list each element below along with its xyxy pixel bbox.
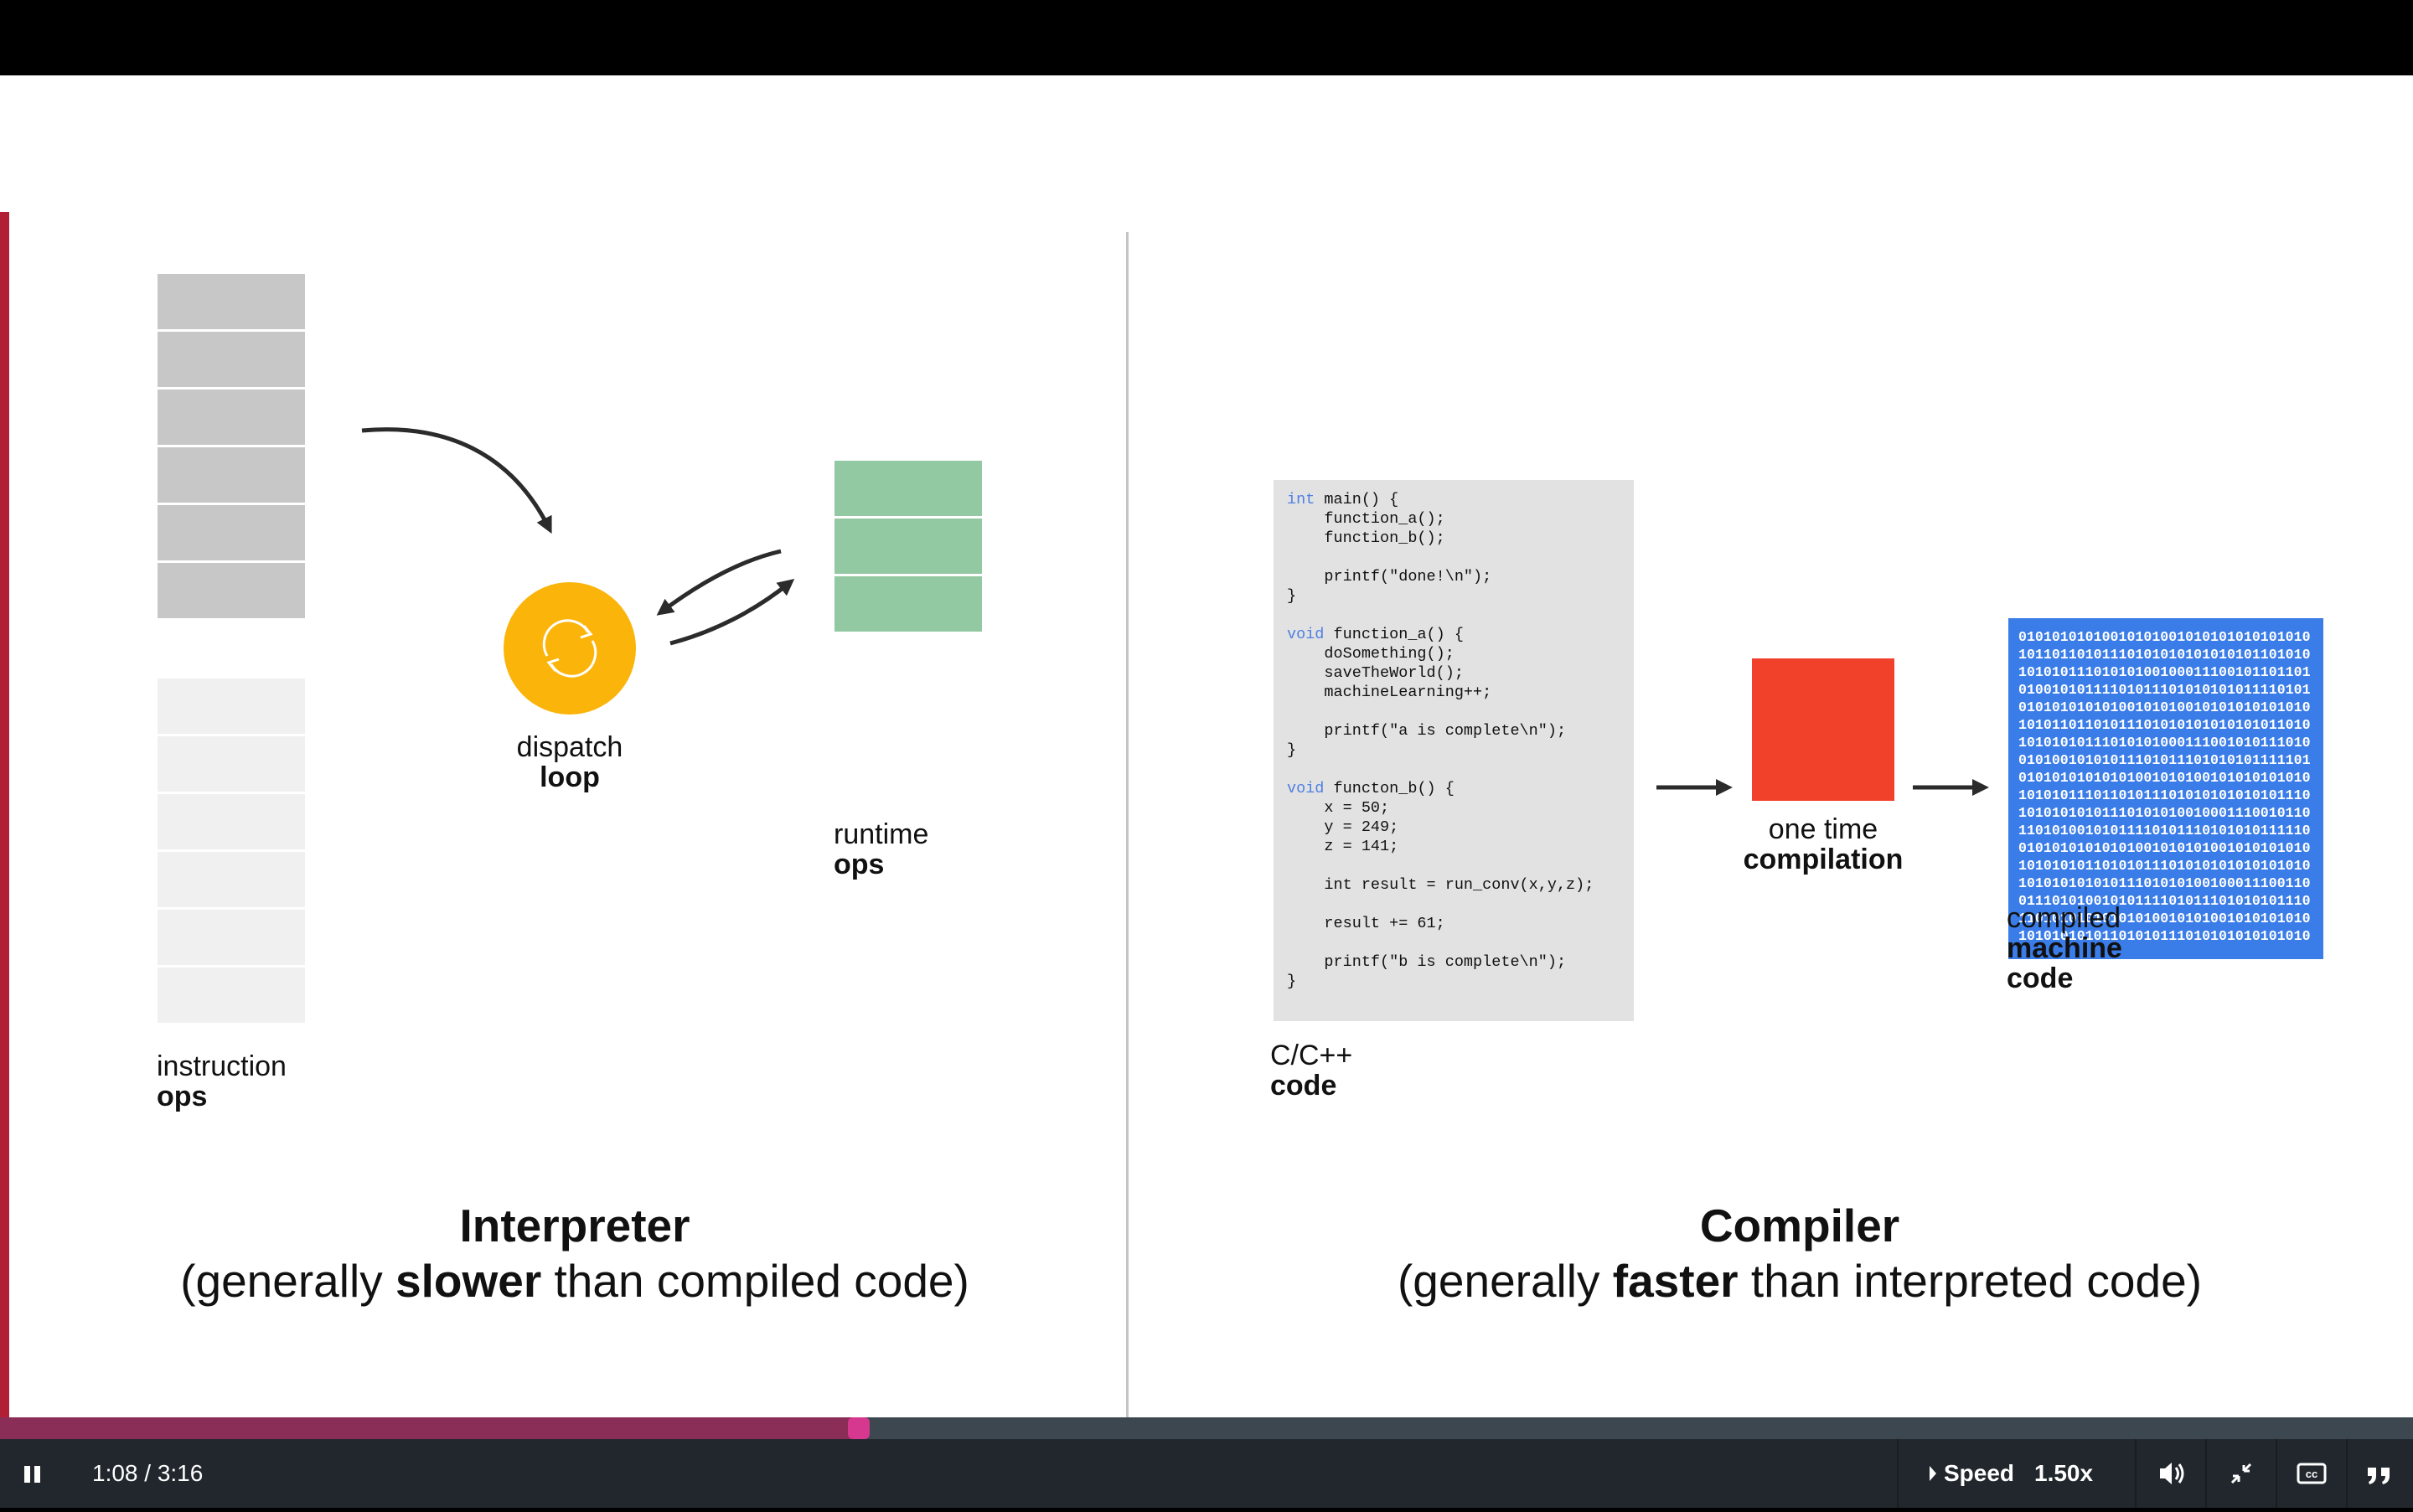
machine-code-label-text: compiled	[2007, 902, 2121, 934]
interpreter-subtitle: (generally slower than compiled code)	[180, 1255, 969, 1307]
instruction-op-cell	[158, 390, 305, 445]
interpreter-subtitle-pre: (generally	[180, 1255, 395, 1307]
caret-right-icon	[1930, 1466, 1936, 1481]
compiler-arrows	[1656, 779, 1989, 796]
dispatch-arrow	[669, 578, 795, 646]
runtime-op-cell	[834, 461, 982, 516]
top-black-bar	[0, 0, 2413, 75]
refresh-icon	[542, 619, 597, 678]
instruction-op-cell-empty	[158, 852, 305, 907]
compiler-subtitle-bold: faster	[1612, 1255, 1739, 1307]
exit-fullscreen-icon	[2230, 1463, 2252, 1484]
source-code-label-bold: code	[1270, 1070, 1337, 1102]
controls-separator	[2346, 1439, 2348, 1508]
compilation-label-text: one time	[1768, 813, 1878, 845]
return-arrow	[656, 549, 782, 616]
captions-button[interactable]: cc	[2277, 1439, 2346, 1508]
compiler-heading: Compiler	[1699, 1200, 1900, 1251]
dispatch-label-text: dispatch	[516, 731, 623, 763]
interpreter-heading: Interpreter	[459, 1200, 690, 1251]
video-frame[interactable]: instruction ops dispatch loop runtime op…	[0, 75, 2413, 1417]
compiler-title: Compiler (generally faster than interpre…	[1297, 1198, 2302, 1308]
machine-code-label-bold-2: code	[2007, 962, 2074, 994]
machine-code-panel: 01010101010010101001010101010101010 1011…	[2008, 618, 2323, 959]
instruction-op-cell-empty	[158, 736, 305, 792]
compilation-label: one time compilation	[1714, 814, 1932, 875]
compiler-subtitle-post: than interpreted code)	[1738, 1255, 2203, 1307]
source-code-label: C/C++ code	[1270, 1040, 1352, 1101]
volume-button[interactable]	[2137, 1439, 2205, 1508]
progress-bar-played	[0, 1417, 859, 1439]
dispatch-label-bold: loop	[540, 761, 600, 793]
source-code-text: int main() { function_a(); function_b();…	[1287, 491, 1594, 990]
runtime-op-cell	[834, 519, 982, 574]
instruction-op-cell	[158, 274, 305, 329]
exit-fullscreen-button[interactable]	[2207, 1439, 2276, 1508]
runtime-ops-label: runtime ops	[834, 819, 928, 880]
machine-code-label-bold-1: machine	[2007, 932, 2122, 964]
instruction-op-cell-empty	[158, 910, 305, 965]
slide-accent-stripe	[0, 212, 9, 1417]
transcript-quote-icon	[2368, 1468, 2390, 1484]
fetch-arrow	[361, 427, 552, 534]
instruction-op-cell	[158, 332, 305, 387]
controls-separator	[2276, 1439, 2277, 1508]
compilation-label-bold: compilation	[1743, 844, 1904, 875]
runtime-label-bold: ops	[834, 849, 885, 880]
instruction-op-cell	[158, 505, 305, 560]
runtime-op-cell	[834, 576, 982, 632]
interpreter-arrows	[361, 427, 795, 646]
speed-value: 1.50x	[2034, 1460, 2094, 1486]
instruction-op-cell	[158, 447, 305, 503]
instruction-op-cell-empty	[158, 679, 305, 734]
speed-label: Speed	[1944, 1460, 2015, 1486]
volume-icon	[2160, 1463, 2184, 1484]
instruction-ops-label-text: instruction	[157, 1050, 287, 1082]
pause-icon	[24, 1466, 40, 1483]
section-divider	[1126, 232, 1129, 1417]
transcript-button[interactable]	[2348, 1439, 2413, 1508]
source-code-label-text: C/C++	[1270, 1040, 1353, 1071]
captions-icon: cc	[2297, 1463, 2327, 1484]
compiler-subtitle-pre: (generally	[1397, 1255, 1613, 1307]
instruction-op-cell	[158, 563, 305, 618]
controls-separator	[1897, 1439, 1899, 1508]
dispatch-loop-circle	[504, 582, 636, 715]
one-time-compilation-box	[1752, 658, 1894, 801]
machine-code-label: compiled machine code	[2007, 903, 2122, 993]
instruction-ops-label-bold: ops	[157, 1081, 208, 1112]
machine-code-text: 01010101010010101001010101010101010 1011…	[2018, 629, 2311, 944]
svg-text:cc: cc	[2306, 1468, 2317, 1480]
interpreter-subtitle-post: than compiled code)	[541, 1255, 969, 1307]
dispatch-loop-label: dispatch loop	[469, 732, 670, 792]
instruction-op-cell-empty	[158, 968, 305, 1023]
time-display: 1:08 / 3:16	[92, 1460, 204, 1486]
controls-separator	[2135, 1439, 2137, 1508]
interpreter-title: Interpreter (generally slower than compi…	[72, 1198, 1077, 1308]
instruction-op-cell-empty	[158, 794, 305, 849]
source-code-panel: int main() { function_a(); function_b();…	[1274, 480, 1634, 1021]
player-controls	[0, 1439, 2413, 1508]
speed-button[interactable]: Speed 1.50x	[1899, 1439, 2135, 1508]
runtime-label-text: runtime	[834, 818, 929, 850]
interpreter-subtitle-bold: slower	[395, 1255, 542, 1307]
compiler-subtitle: (generally faster than interpreted code)	[1398, 1255, 2202, 1307]
progress-handle[interactable]	[848, 1417, 870, 1439]
pause-button[interactable]	[17, 1459, 50, 1489]
instruction-ops-label: instruction ops	[157, 1051, 287, 1112]
controls-separator	[2205, 1439, 2207, 1508]
